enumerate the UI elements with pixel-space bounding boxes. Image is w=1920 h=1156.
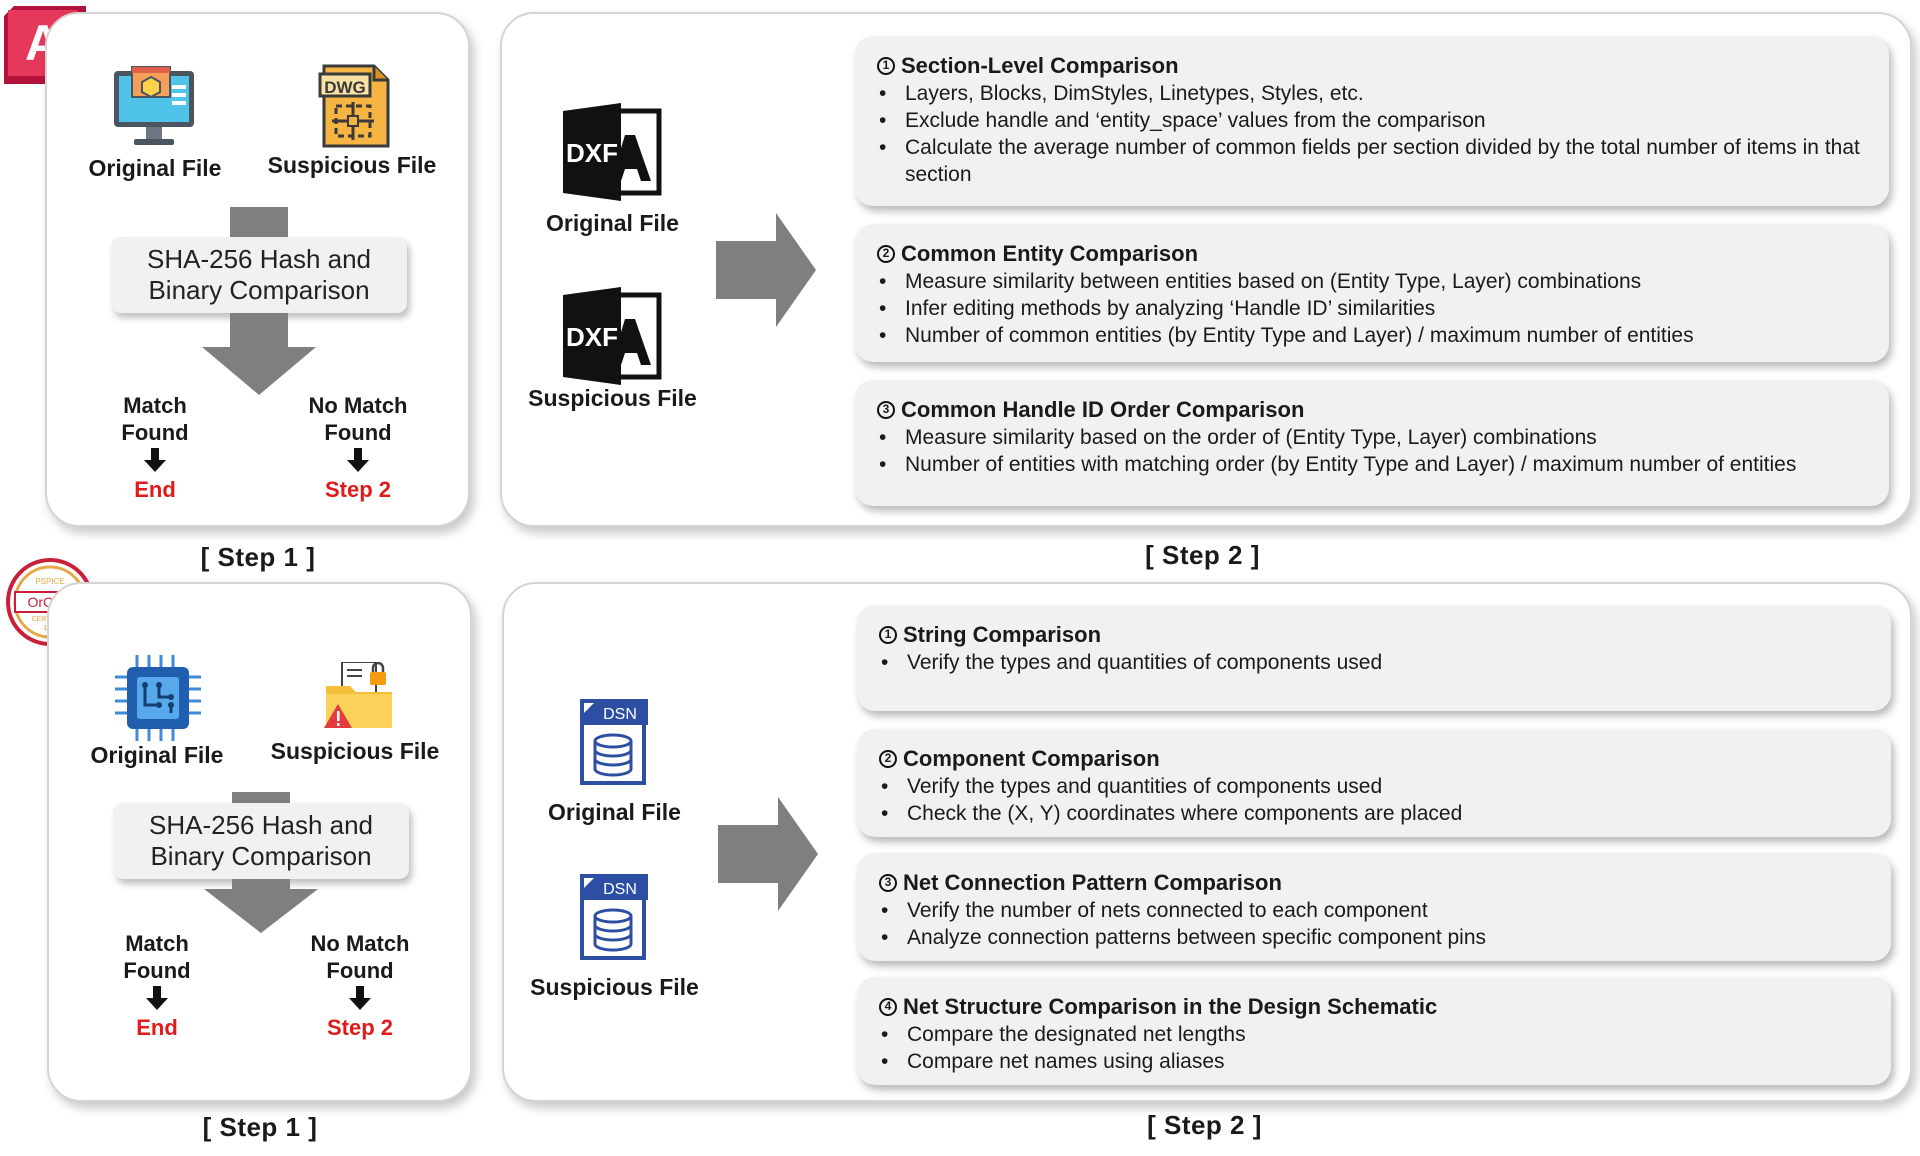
bottom-no-match-found: No Match Found Step 2 [295, 930, 425, 1041]
bullet-item: Check the (X, Y) coordinates where compo… [879, 800, 1865, 827]
bottom-card-1: 1 String Comparison Verify the types and … [857, 605, 1891, 711]
bullet-item: Number of entities with matching order (… [877, 451, 1863, 478]
arrow-down-icon [349, 986, 371, 1010]
right-arrow-shape [716, 213, 816, 332]
bottom-step1-suspicious-label: Suspicious File [270, 738, 440, 764]
dxf-tag: DXF [566, 138, 618, 168]
arrow-down-icon [146, 986, 168, 1010]
card-title: Common Entity Comparison [901, 241, 1199, 266]
bullet-item: Compare the designated net lengths [879, 1021, 1865, 1048]
card-title: Net Structure Comparison in the Design S… [903, 994, 1438, 1019]
warning-folder-icon [324, 661, 396, 735]
bottom-match-found: Match Found End [102, 930, 212, 1041]
number-badge: 1 [879, 625, 897, 644]
dxf-tag: DXF [566, 322, 618, 352]
connector-bar [232, 792, 290, 806]
card-title: String Comparison [903, 622, 1102, 647]
hash-line1: SHA-256 Hash and [148, 810, 374, 840]
step2-label: Step 2 [326, 1015, 394, 1040]
bottom-card-4: 4 Net Structure Comparison in the Design … [857, 977, 1891, 1085]
dwg-tag: DWG [324, 78, 366, 97]
bullet-item: Measure similarity between entities base… [877, 268, 1863, 295]
card-title: Common Handle ID Order Comparison [901, 397, 1305, 422]
top-step1-caption: [ Step 1 ] [200, 542, 316, 572]
dxf-file-icon: DXF [563, 287, 663, 390]
top-step2-original-label: Original File [546, 210, 679, 236]
bullet-item: Exclude handle and ‘entity_space’ values… [877, 107, 1863, 134]
bottom-step2-original-label: Original File [548, 799, 681, 825]
bottom-card-2: 2 Component Comparison Verify the types a… [857, 729, 1891, 837]
bullet-item: Number of common entities (by Entity Typ… [877, 322, 1863, 349]
bottom-step2-suspicious-label: Suspicious File [530, 974, 699, 1000]
dsn-database-file-icon: DSN [578, 697, 650, 792]
number-badge: 2 [877, 244, 895, 263]
bullet-item: Analyze connection patterns between spec… [879, 924, 1865, 951]
top-hash-box: SHA-256 Hash and Binary Comparison [111, 237, 407, 313]
dxf-file-icon: DXF [563, 103, 663, 206]
top-match-found: Match Found End [100, 392, 210, 503]
card-title: Net Connection Pattern Comparison [903, 870, 1282, 895]
bullet-item: Measure similarity based on the order of… [877, 424, 1863, 451]
arrow-down-icon [144, 448, 166, 472]
bullet-item: Verify the types and quantities of compo… [879, 649, 1865, 676]
down-arrow-shape [202, 313, 316, 400]
bottom-step1-original-label: Original File [90, 742, 224, 768]
top-step2-suspicious-label: Suspicious File [528, 385, 697, 411]
connector-bar [230, 207, 288, 241]
bullet-item: Verify the number of nets connected to e… [879, 897, 1865, 924]
circuit-chip-icon [115, 655, 201, 746]
top-no-match-found: No Match Found Step 2 [293, 392, 423, 503]
hash-line2: Binary Comparison [148, 275, 370, 305]
hash-line1: SHA-256 Hash and [146, 244, 372, 274]
bullet-item: Layers, Blocks, DimStyles, Linetypes, St… [877, 80, 1863, 107]
number-badge: 4 [879, 997, 897, 1016]
dsn-tag: DSN [603, 706, 637, 723]
end-label: End [134, 477, 176, 502]
bullet-item: Infer editing methods by analyzing ‘Hand… [877, 295, 1863, 322]
arrow-down-icon [347, 448, 369, 472]
hash-line2: Binary Comparison [150, 841, 372, 871]
bottom-step2-caption: [ Step 2 ] [1147, 1110, 1262, 1140]
dsn-tag: DSN [603, 881, 637, 898]
bullet-item: Verify the types and quantities of compo… [879, 773, 1865, 800]
number-badge: 2 [879, 749, 897, 768]
number-badge: 1 [877, 56, 895, 75]
bottom-step1-caption: [ Step 1 ] [202, 1112, 318, 1142]
bottom-card-3: 3 Net Connection Pattern Comparison Verif… [857, 853, 1891, 961]
dsn-database-file-icon: DSN [578, 872, 650, 967]
number-badge: 3 [877, 400, 895, 419]
bottom-hash-box: SHA-256 Hash and Binary Comparison [113, 803, 409, 879]
end-label: End [136, 1015, 178, 1040]
step2-label: Step 2 [324, 477, 392, 502]
down-arrow-shape [204, 879, 318, 938]
top-step1-suspicious-label: Suspicious File [267, 152, 437, 178]
bullet-item: Compare net names using aliases [879, 1048, 1865, 1075]
card-title: Section-Level Comparison [901, 53, 1179, 78]
top-step1-original-label: Original File [88, 155, 222, 181]
right-arrow-shape [718, 797, 818, 916]
card-title: Component Comparison [903, 746, 1160, 771]
number-badge: 3 [879, 873, 897, 892]
top-step2-caption: [ Step 2 ] [1145, 540, 1260, 570]
dwg-file-icon: DWG [318, 64, 390, 153]
top-card-3: 3 Common Handle ID Order Comparison Measu… [855, 380, 1889, 506]
top-card-1: 1 Section-Level Comparison Layers, Blocks… [855, 36, 1889, 206]
monitor-cube-icon [110, 63, 198, 156]
bullet-item: Calculate the average number of common f… [877, 134, 1863, 188]
orcad-logo-top: PSPICE [35, 577, 64, 586]
top-card-2: 2 Common Entity Comparison Measure simila… [855, 224, 1889, 362]
